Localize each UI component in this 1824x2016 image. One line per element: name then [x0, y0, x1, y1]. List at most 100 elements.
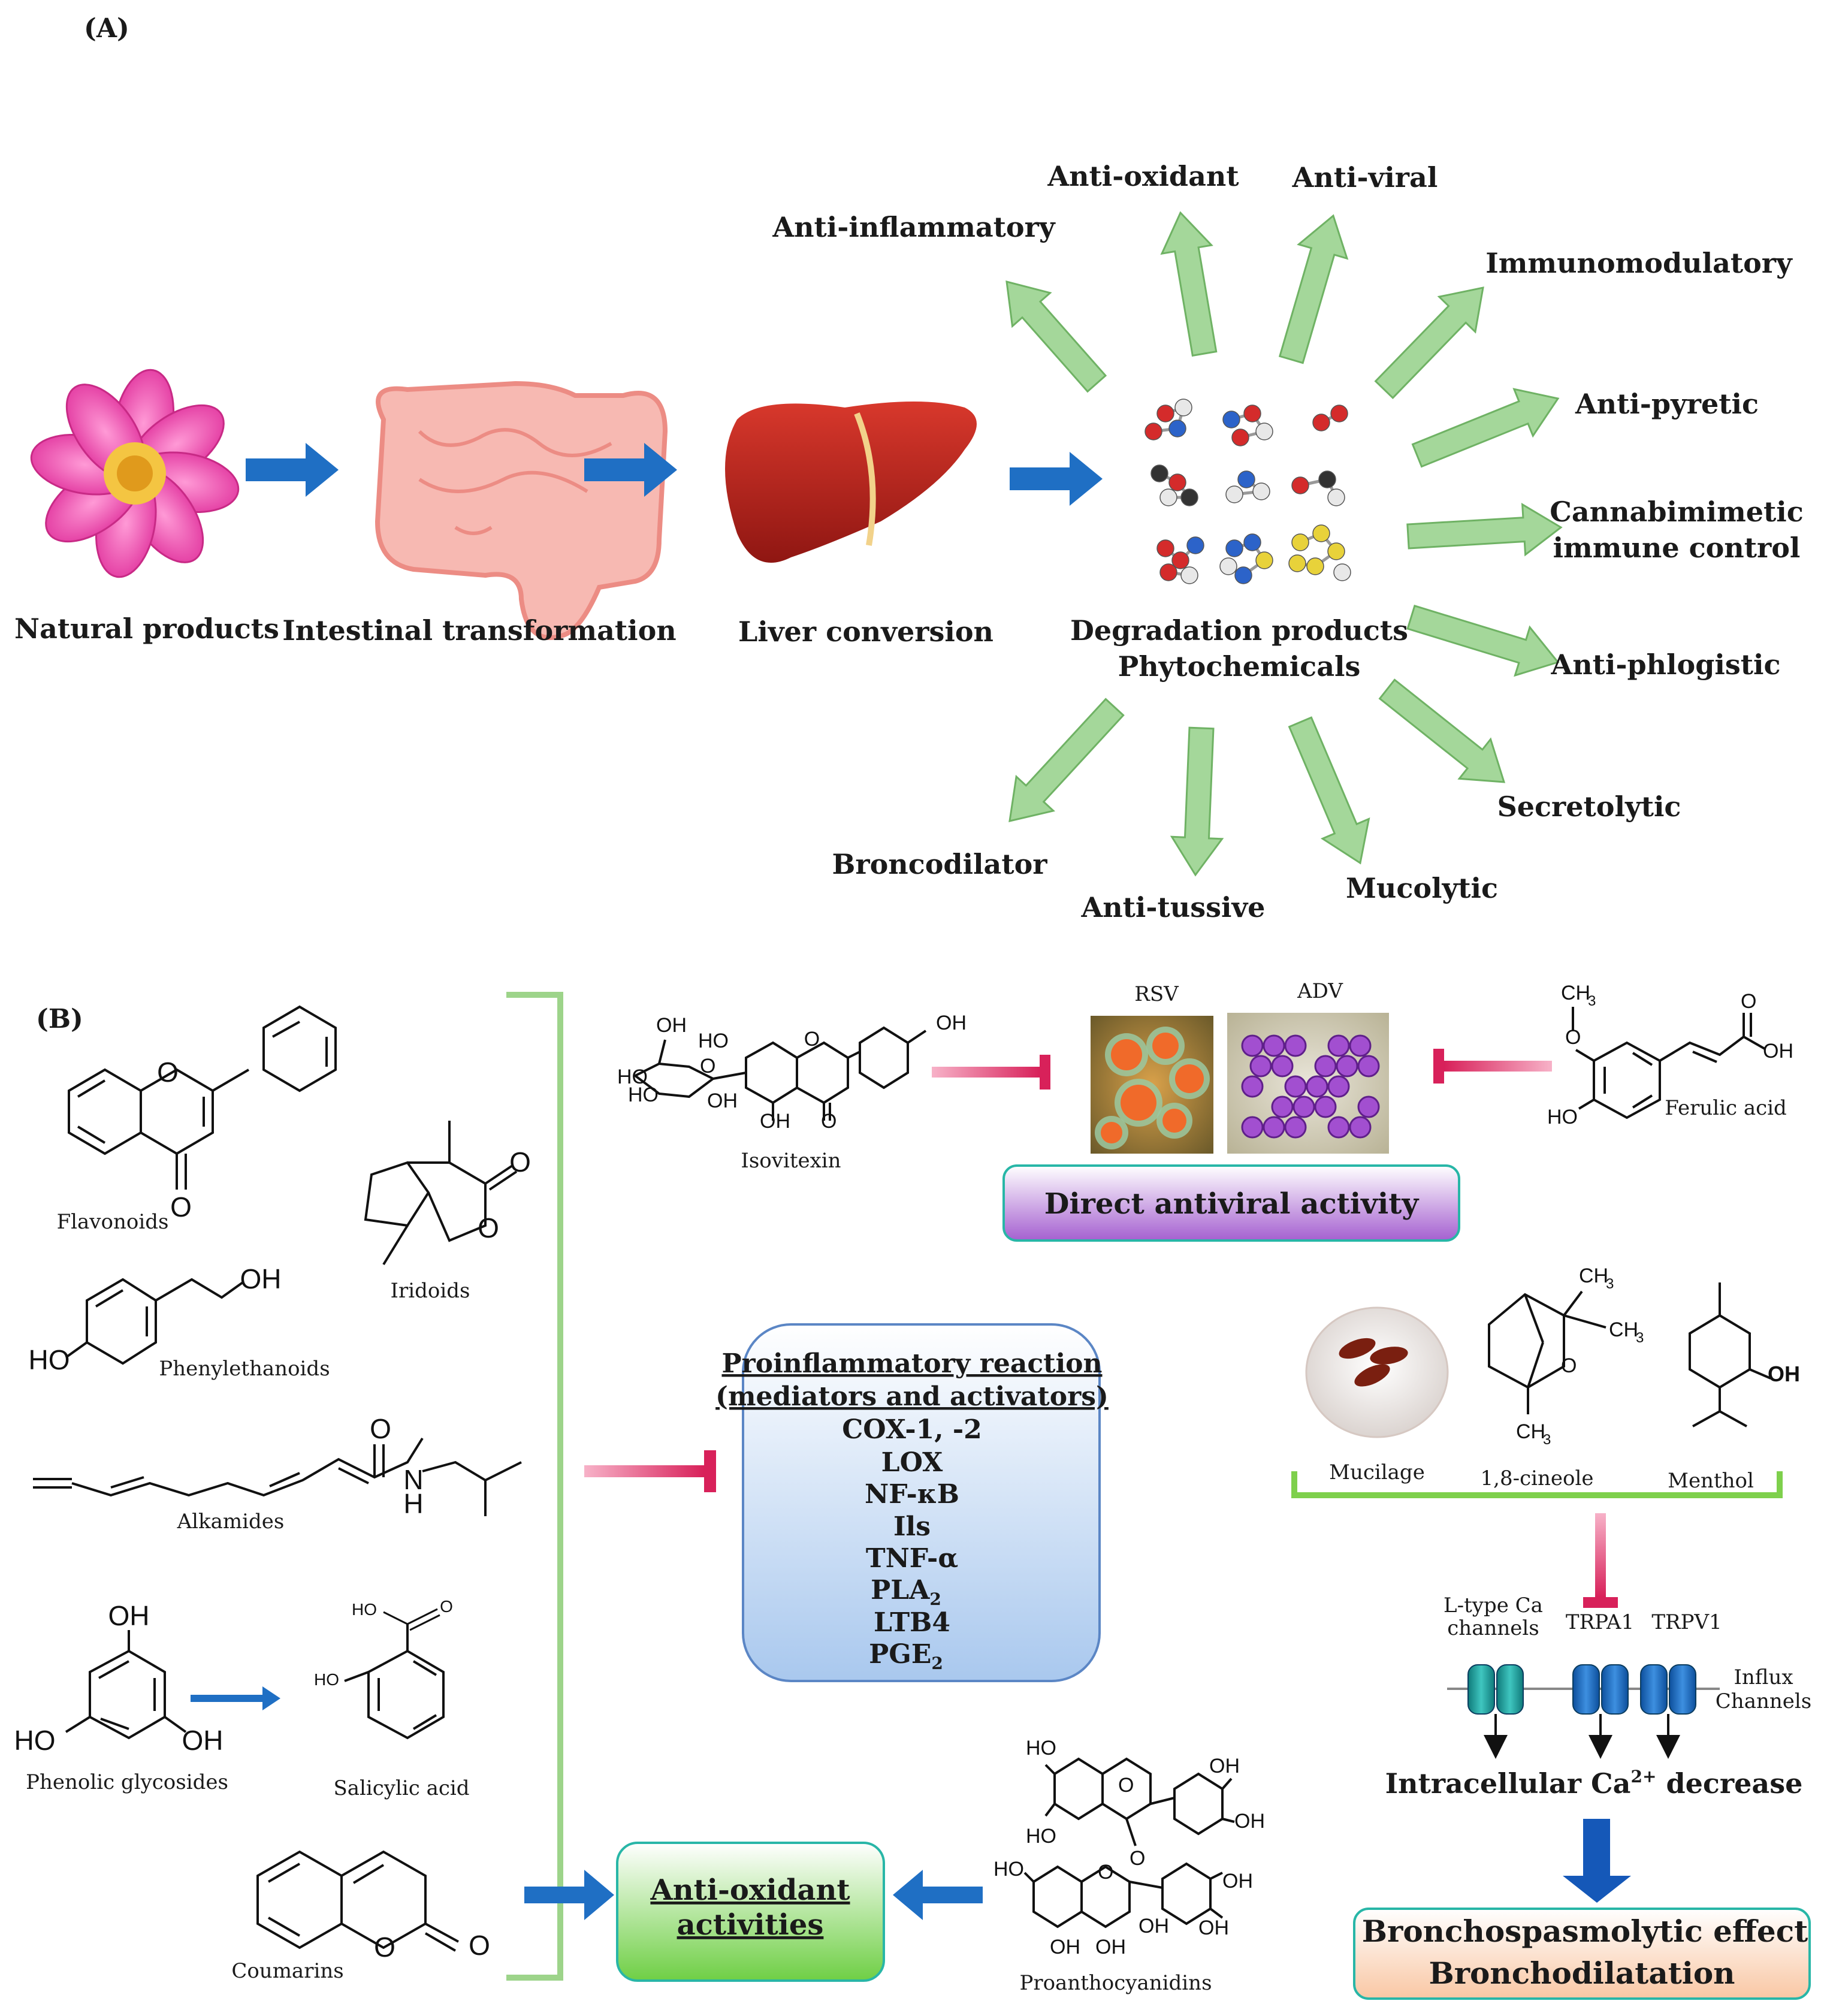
compounds-bracket-bottom [1291, 1471, 1783, 1498]
trpv1-channel [1640, 1664, 1696, 1759]
result-suffix: decrease [1656, 1767, 1802, 1800]
proantho-oh-6: OH [1050, 1936, 1080, 1958]
caption-isovitexin: Isovitexin [741, 1149, 841, 1173]
adv-particle [1263, 1116, 1285, 1139]
adv-particle [1357, 1095, 1380, 1118]
effect-arrow [1406, 605, 1560, 677]
label-intestinal-transformation: Intestinal transformation [282, 614, 677, 647]
flavonoids-keto-o: O [170, 1191, 192, 1223]
bracket-to-antioxidant-arrow [524, 1870, 614, 1920]
alkamides-o: O [370, 1413, 391, 1444]
molecule-atom [1180, 488, 1198, 506]
coumarins-ring-o: O [374, 1932, 395, 1963]
label-influx-1: Influx [1734, 1665, 1793, 1689]
cineole-ch-1: CH [1579, 1264, 1608, 1287]
salicylic-ho-side: HO [314, 1670, 339, 1689]
proantho-bridge-o: O [1130, 1847, 1145, 1870]
caption-proanthocyanidins: Proanthocyanidins [1019, 1971, 1212, 1995]
proantho-oh-4: OH [1139, 1915, 1169, 1937]
adv-particle [1306, 1075, 1328, 1098]
label-trpa1: TRPA1 [1566, 1610, 1634, 1634]
phenolic-to-salicylic-arrow [191, 1686, 280, 1710]
salicylic-o: O [440, 1597, 453, 1616]
cineole-ch-2: CH [1609, 1318, 1638, 1341]
molecule-atom [1219, 557, 1237, 575]
label-degradation-products: Degradation products [1070, 614, 1408, 647]
mediator-pge-sub: 2 [931, 1653, 943, 1673]
molecule-atom [1312, 524, 1330, 542]
adv-particle [1349, 1034, 1372, 1057]
mediator-pla: PLA [871, 1575, 930, 1605]
isovitexin-keto-o: O [821, 1110, 836, 1133]
effect-arrow [1160, 211, 1218, 357]
label-liver-conversion: Liver conversion [738, 615, 993, 648]
proantho-oh-7: OH [1095, 1936, 1126, 1958]
label-trpv1: TRPV1 [1651, 1610, 1722, 1634]
ferulic-ether-o: O [1565, 1026, 1581, 1049]
adv-particle [1241, 1034, 1264, 1057]
panel-b-label: (B) [36, 1004, 83, 1034]
proanthocyanidins-structure: HO O OH OH HO O HO O OH OH OH OH OH [993, 1737, 1265, 1958]
effect-arrow [1378, 678, 1506, 783]
effect-arrow [1411, 388, 1560, 468]
alkamides-h: H [403, 1488, 423, 1519]
broncho-box [1353, 1908, 1811, 2000]
broncho-line-2: Bronchodilatation [1429, 1955, 1735, 1991]
liver-icon [725, 402, 977, 563]
isovitexin-ring-o: O [804, 1028, 820, 1051]
effect-broncodilator: Broncodilator [832, 848, 1047, 880]
molecule-atom [1318, 470, 1336, 488]
caption-coumarins: Coumarins [231, 1959, 343, 1983]
molecule-atom [1243, 405, 1261, 422]
proantho-ho-3: HO [993, 1858, 1024, 1881]
adv-particle [1327, 1034, 1350, 1057]
proantho-ring-o-2: O [1098, 1861, 1113, 1884]
molecule-atom [1168, 473, 1186, 491]
label-phytochemicals: Phytochemicals [1118, 650, 1361, 683]
phenolic-oh-right: OH [182, 1725, 224, 1756]
phenolic-oh-top: OH [108, 1600, 150, 1631]
result-sup: 2+ [1630, 1767, 1656, 1786]
svg-text:PGE2: PGE2 [869, 1639, 943, 1673]
molecule-atom [1288, 554, 1306, 572]
proantho-oh-2: OH [1234, 1810, 1265, 1833]
molecule-atom [1291, 533, 1309, 551]
molecule-atom [1237, 470, 1255, 488]
effect-arrows [1005, 211, 1563, 877]
molecule-atom [1159, 563, 1177, 581]
molecule-atom [1225, 539, 1243, 557]
molecule-atom [1291, 476, 1309, 494]
ferulic-ch: CH [1561, 982, 1590, 1004]
caption-ferulic-acid: Ferulic acid [1665, 1096, 1787, 1120]
molecule-atom [1180, 566, 1198, 584]
effect-arrow [1406, 502, 1563, 557]
molecule-atom [1333, 563, 1351, 581]
molecule-atom [1222, 411, 1240, 428]
flavonoids-structure: O O [68, 1005, 337, 1223]
cineole-ch-3-sub: 3 [1543, 1432, 1551, 1448]
alkamides-n: N [403, 1464, 423, 1495]
rsv-particle-core [1175, 1064, 1204, 1093]
antioxidant-box [616, 1842, 885, 1982]
channel-subunit [1601, 1664, 1629, 1715]
isovitexin-sugar-o: O [700, 1055, 715, 1078]
phenylethanoids-structure: OH HO [29, 1263, 282, 1375]
salicylic-acid-structure: HO O HO [314, 1597, 453, 1740]
molecule-atom [1168, 420, 1186, 437]
channel-subunit [1572, 1664, 1600, 1715]
caption-cineole: 1,8-cineole [1481, 1466, 1594, 1490]
molecule-atom [1312, 414, 1330, 431]
adv-particle [1284, 1034, 1307, 1057]
alkamides-structure: O N H [33, 1413, 522, 1519]
molecule-atom [1255, 551, 1273, 569]
molecule-atom [1327, 488, 1345, 506]
effect-arrow [1008, 698, 1125, 822]
coumarins-structure: O O [256, 1850, 490, 1963]
effect-anti-phlogistic: Anti-phlogistic [1551, 648, 1781, 681]
trpa1-channel [1572, 1664, 1629, 1759]
isovitexin-oh-5: OH [707, 1090, 738, 1112]
coumarins-keto-o: O [469, 1930, 490, 1961]
effect-anti-oxidant: Anti-oxidant [1047, 160, 1239, 192]
effect-arrow [1170, 726, 1224, 877]
